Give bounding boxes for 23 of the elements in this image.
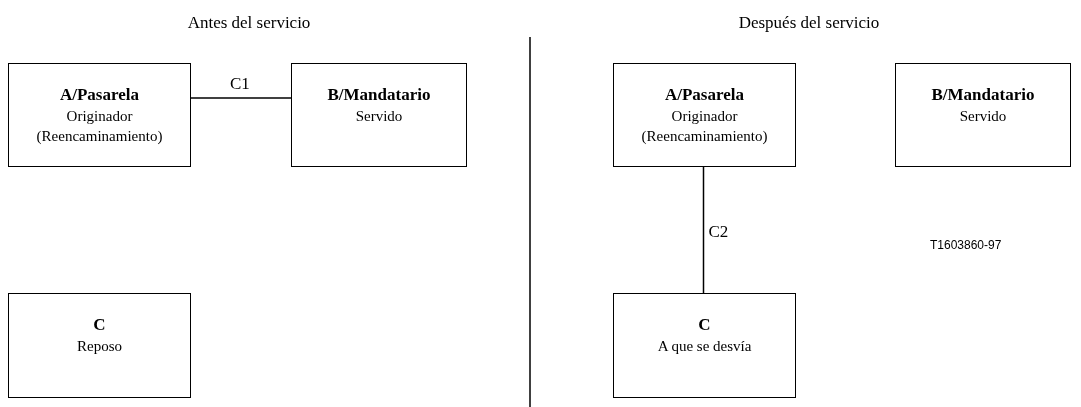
section-title: Después del servicio (737, 12, 881, 34)
entity-box (613, 293, 796, 398)
entity-role: Servido (355, 107, 403, 126)
entity-box (8, 293, 191, 398)
entity-box (291, 63, 467, 167)
entity-name: A/Pasarela (60, 84, 139, 106)
connector-line (702, 166, 705, 294)
entity-name: B/Mandatario (327, 84, 431, 106)
entity-role: Originador (Reencaminamiento) (35, 107, 164, 146)
entity-name: C (93, 314, 106, 336)
figure-code: T1603860-97 (930, 237, 1002, 254)
entity-name: B/Mandatario (931, 84, 1035, 106)
entity-name: C (698, 314, 711, 336)
entity-role: A que se desvía (657, 337, 752, 356)
entity-box (895, 63, 1071, 167)
entity-box (613, 63, 796, 167)
entity-role: Originador (Reencaminamiento) (640, 107, 769, 146)
entity-box (8, 63, 191, 167)
entity-name: A/Pasarela (665, 84, 744, 106)
entity-role: Servido (959, 107, 1007, 126)
entity-role: Reposo (77, 337, 122, 356)
section-title: Antes del servicio (186, 12, 312, 34)
connector-line (190, 97, 292, 99)
